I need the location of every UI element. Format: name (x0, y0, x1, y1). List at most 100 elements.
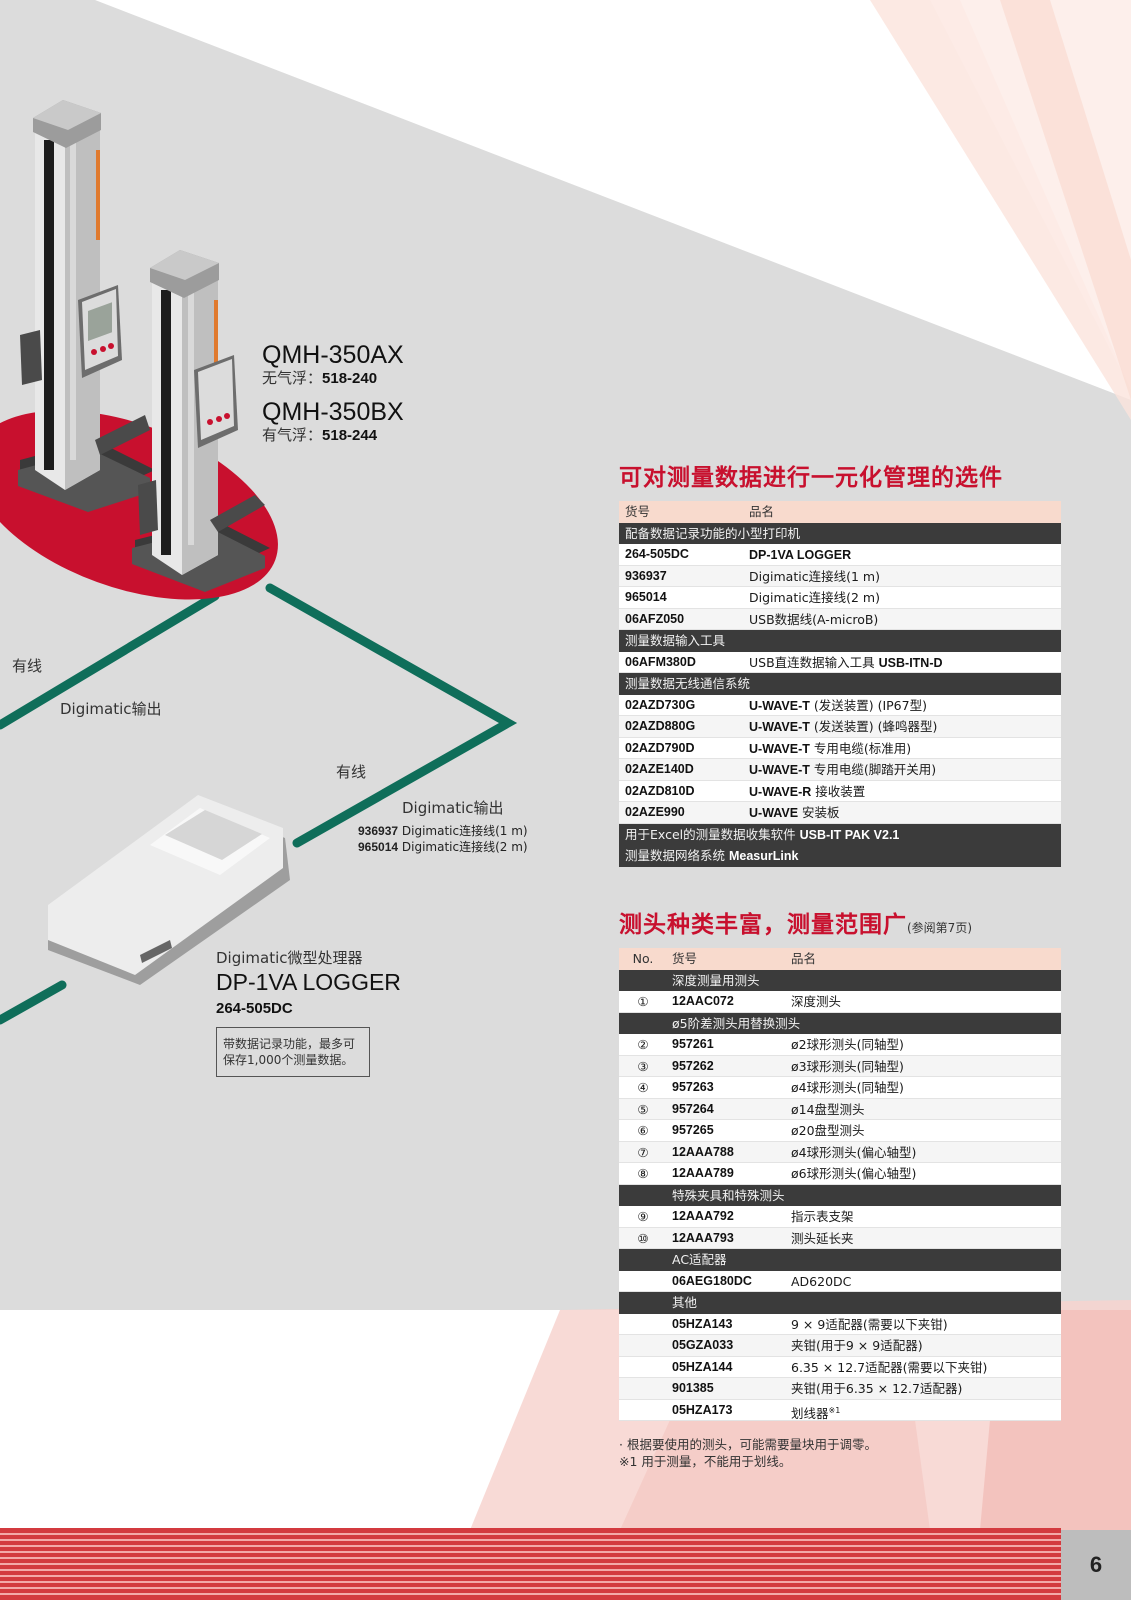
cable-item: 936937 Digimatic连接线(1 m) (358, 824, 528, 838)
table-row: ⑧ 12AAA789 ø6球形测头(偏心轴型) (619, 1163, 1061, 1185)
item-name: USB直连数据输入工具 USB-ITN-D (749, 654, 943, 670)
item-name: 夹钳(用于6.35 × 12.7适配器) (791, 1381, 963, 1396)
cable-list: 936937 Digimatic连接线(1 m) 965014 Digimati… (358, 823, 528, 855)
category-row: 测量数据输入工具 (619, 630, 1061, 652)
footnote-mark: ※1 (828, 1405, 841, 1415)
item-code: 05HZA173 (672, 1402, 733, 1417)
table-row: 05HZA144 6.35 × 12.7适配器(需要以下夹钳) (619, 1356, 1061, 1378)
item-code: 02AZD880G (625, 719, 696, 733)
item-code: 05HZA144 (672, 1359, 733, 1374)
gauge1-model: QMH-350AX (262, 341, 404, 369)
item-name: ø4球形测头(偏心轴型) (791, 1144, 917, 1160)
category-label: 测量数据输入工具 (625, 633, 726, 648)
item-number: ⑧ (637, 1166, 649, 1181)
table-row: 936937 Digimatic连接线(1 m) (619, 565, 1061, 587)
item-code: 05HZA143 (672, 1316, 733, 1331)
category-row: 用于Excel的测量数据收集软件 USB-IT PAK V2.1 (619, 823, 1061, 845)
item-name: U-WAVE-R 接收装置 (749, 783, 866, 799)
item-name: 6.35 × 12.7适配器(需要以下夹钳) (791, 1359, 988, 1375)
item-name: AD620DC (791, 1273, 852, 1289)
cable-item: 965014 Digimatic连接线(2 m) (358, 840, 528, 854)
item-code: 05GZA033 (672, 1338, 734, 1352)
item-number: ⑤ (637, 1101, 649, 1117)
item-name: ø2球形测头(同轴型) (791, 1037, 904, 1052)
item-code: 02AZE140D (625, 762, 694, 776)
gauge2-variant: 有气浮：518-244 (262, 426, 378, 444)
item-name: ø4球形测头(同轴型) (791, 1080, 904, 1095)
printer-dp-1va-logger (48, 795, 290, 985)
table-row: ⑩ 12AAA793 测头延长夹 (619, 1227, 1061, 1249)
item-number: ④ (637, 1080, 649, 1095)
item-number: ⑦ (637, 1144, 649, 1160)
item-code: 06AFZ050 (625, 611, 685, 626)
item-code: 957262 (672, 1058, 714, 1073)
printer-label: Digimatic微型处理器 DP-1VA LOGGER 264-505DC (216, 947, 401, 1017)
item-code: 12AAA793 (672, 1230, 734, 1245)
item-code: 02AZD810D (625, 783, 695, 798)
category-label: 深度测量用测头 (672, 972, 760, 988)
item-code: 06AEG180DC (672, 1273, 752, 1288)
height-gauge-qmh-350ax (18, 100, 155, 512)
item-number: ③ (637, 1058, 649, 1074)
footer-stripes (0, 1528, 1061, 1600)
printer-code: 264-505DC (216, 1000, 293, 1017)
wire-label-2: 有线 (336, 763, 367, 781)
item-code: 02AZD790D (625, 740, 695, 755)
category-row: 测量数据网络系统 MeasurLink (619, 845, 1061, 867)
item-code: 02AZD730G (625, 697, 696, 712)
item-name: 深度测头 (791, 994, 842, 1009)
item-name: 9 × 9适配器(需要以下夹钳) (791, 1316, 948, 1332)
category-label: 配备数据记录功能的小型打印机 (625, 525, 801, 541)
table-row: 264-505DC DP-1VA LOGGER (619, 544, 1061, 566)
table-row: 02AZE990 U-WAVE 安装板 (619, 802, 1061, 824)
item-number: ⑨ (637, 1209, 649, 1224)
item-name: U-WAVE-T 专用电缆(脚踏开关用) (749, 762, 937, 777)
table-row: 02AZE140D U-WAVE-T 专用电缆(脚踏开关用) (619, 759, 1061, 781)
item-code: 06AFM380D (625, 654, 696, 669)
item-name: DP-1VA LOGGER (749, 548, 852, 562)
category-row: ø5阶差测头用替换测头 (619, 1012, 1061, 1034)
item-name: ø6球形测头(偏心轴型) (791, 1166, 917, 1181)
section1-title: 可对测量数据进行一元化管理的选件 (619, 465, 1003, 491)
printer-note-box: 带数据记录功能，最多可 保存1,000个测量数据。 (216, 1027, 370, 1077)
table-row: 06AFM380D USB直连数据输入工具 USB-ITN-D (619, 651, 1061, 673)
item-name: 测头延长夹 (791, 1230, 854, 1246)
output-label-1: Digimatic输出 (60, 700, 162, 718)
item-name: Digimatic连接线(1 m) (749, 568, 880, 584)
item-name: Digimatic连接线(2 m) (749, 590, 880, 605)
printer-model: DP-1VA LOGGER (216, 969, 401, 995)
item-code: 264-505DC (625, 547, 689, 561)
output-label-2: Digimatic输出 (402, 799, 504, 817)
item-code: 12AAA789 (672, 1166, 734, 1180)
printer-type: Digimatic微型处理器 (216, 949, 363, 967)
category-row: 特殊夹具和特殊测头 (619, 1184, 1061, 1206)
wire-label-1: 有线 (12, 657, 43, 675)
category-row: 配备数据记录功能的小型打印机 (619, 522, 1061, 544)
item-name: ø14盘型测头 (791, 1101, 865, 1117)
gauge1-variant: 无气浮：518-240 (262, 369, 378, 387)
item-name: U-WAVE 安装板 (749, 805, 840, 820)
item-code: 02AZE990 (625, 805, 685, 819)
item-number: ⑩ (637, 1230, 649, 1246)
item-name: 指示表支架 (791, 1209, 854, 1224)
category-row: 测量数据无线通信系统 (619, 673, 1061, 695)
item-code: 936937 (625, 568, 667, 583)
table-row: 02AZD880G U-WAVE-T (发送装置) (蜂鸣器型) (619, 716, 1061, 738)
category-row: 深度测量用测头 (619, 969, 1061, 991)
category-label: 特殊夹具和特殊测头 (672, 1187, 785, 1203)
item-number: ① (637, 994, 649, 1009)
item-name: U-WAVE-T (发送装置) (蜂鸣器型) (749, 719, 938, 734)
gauge1-label: QMH-350AX 无气浮：518-240 (262, 341, 404, 387)
category-label: AC适配器 (672, 1252, 727, 1267)
